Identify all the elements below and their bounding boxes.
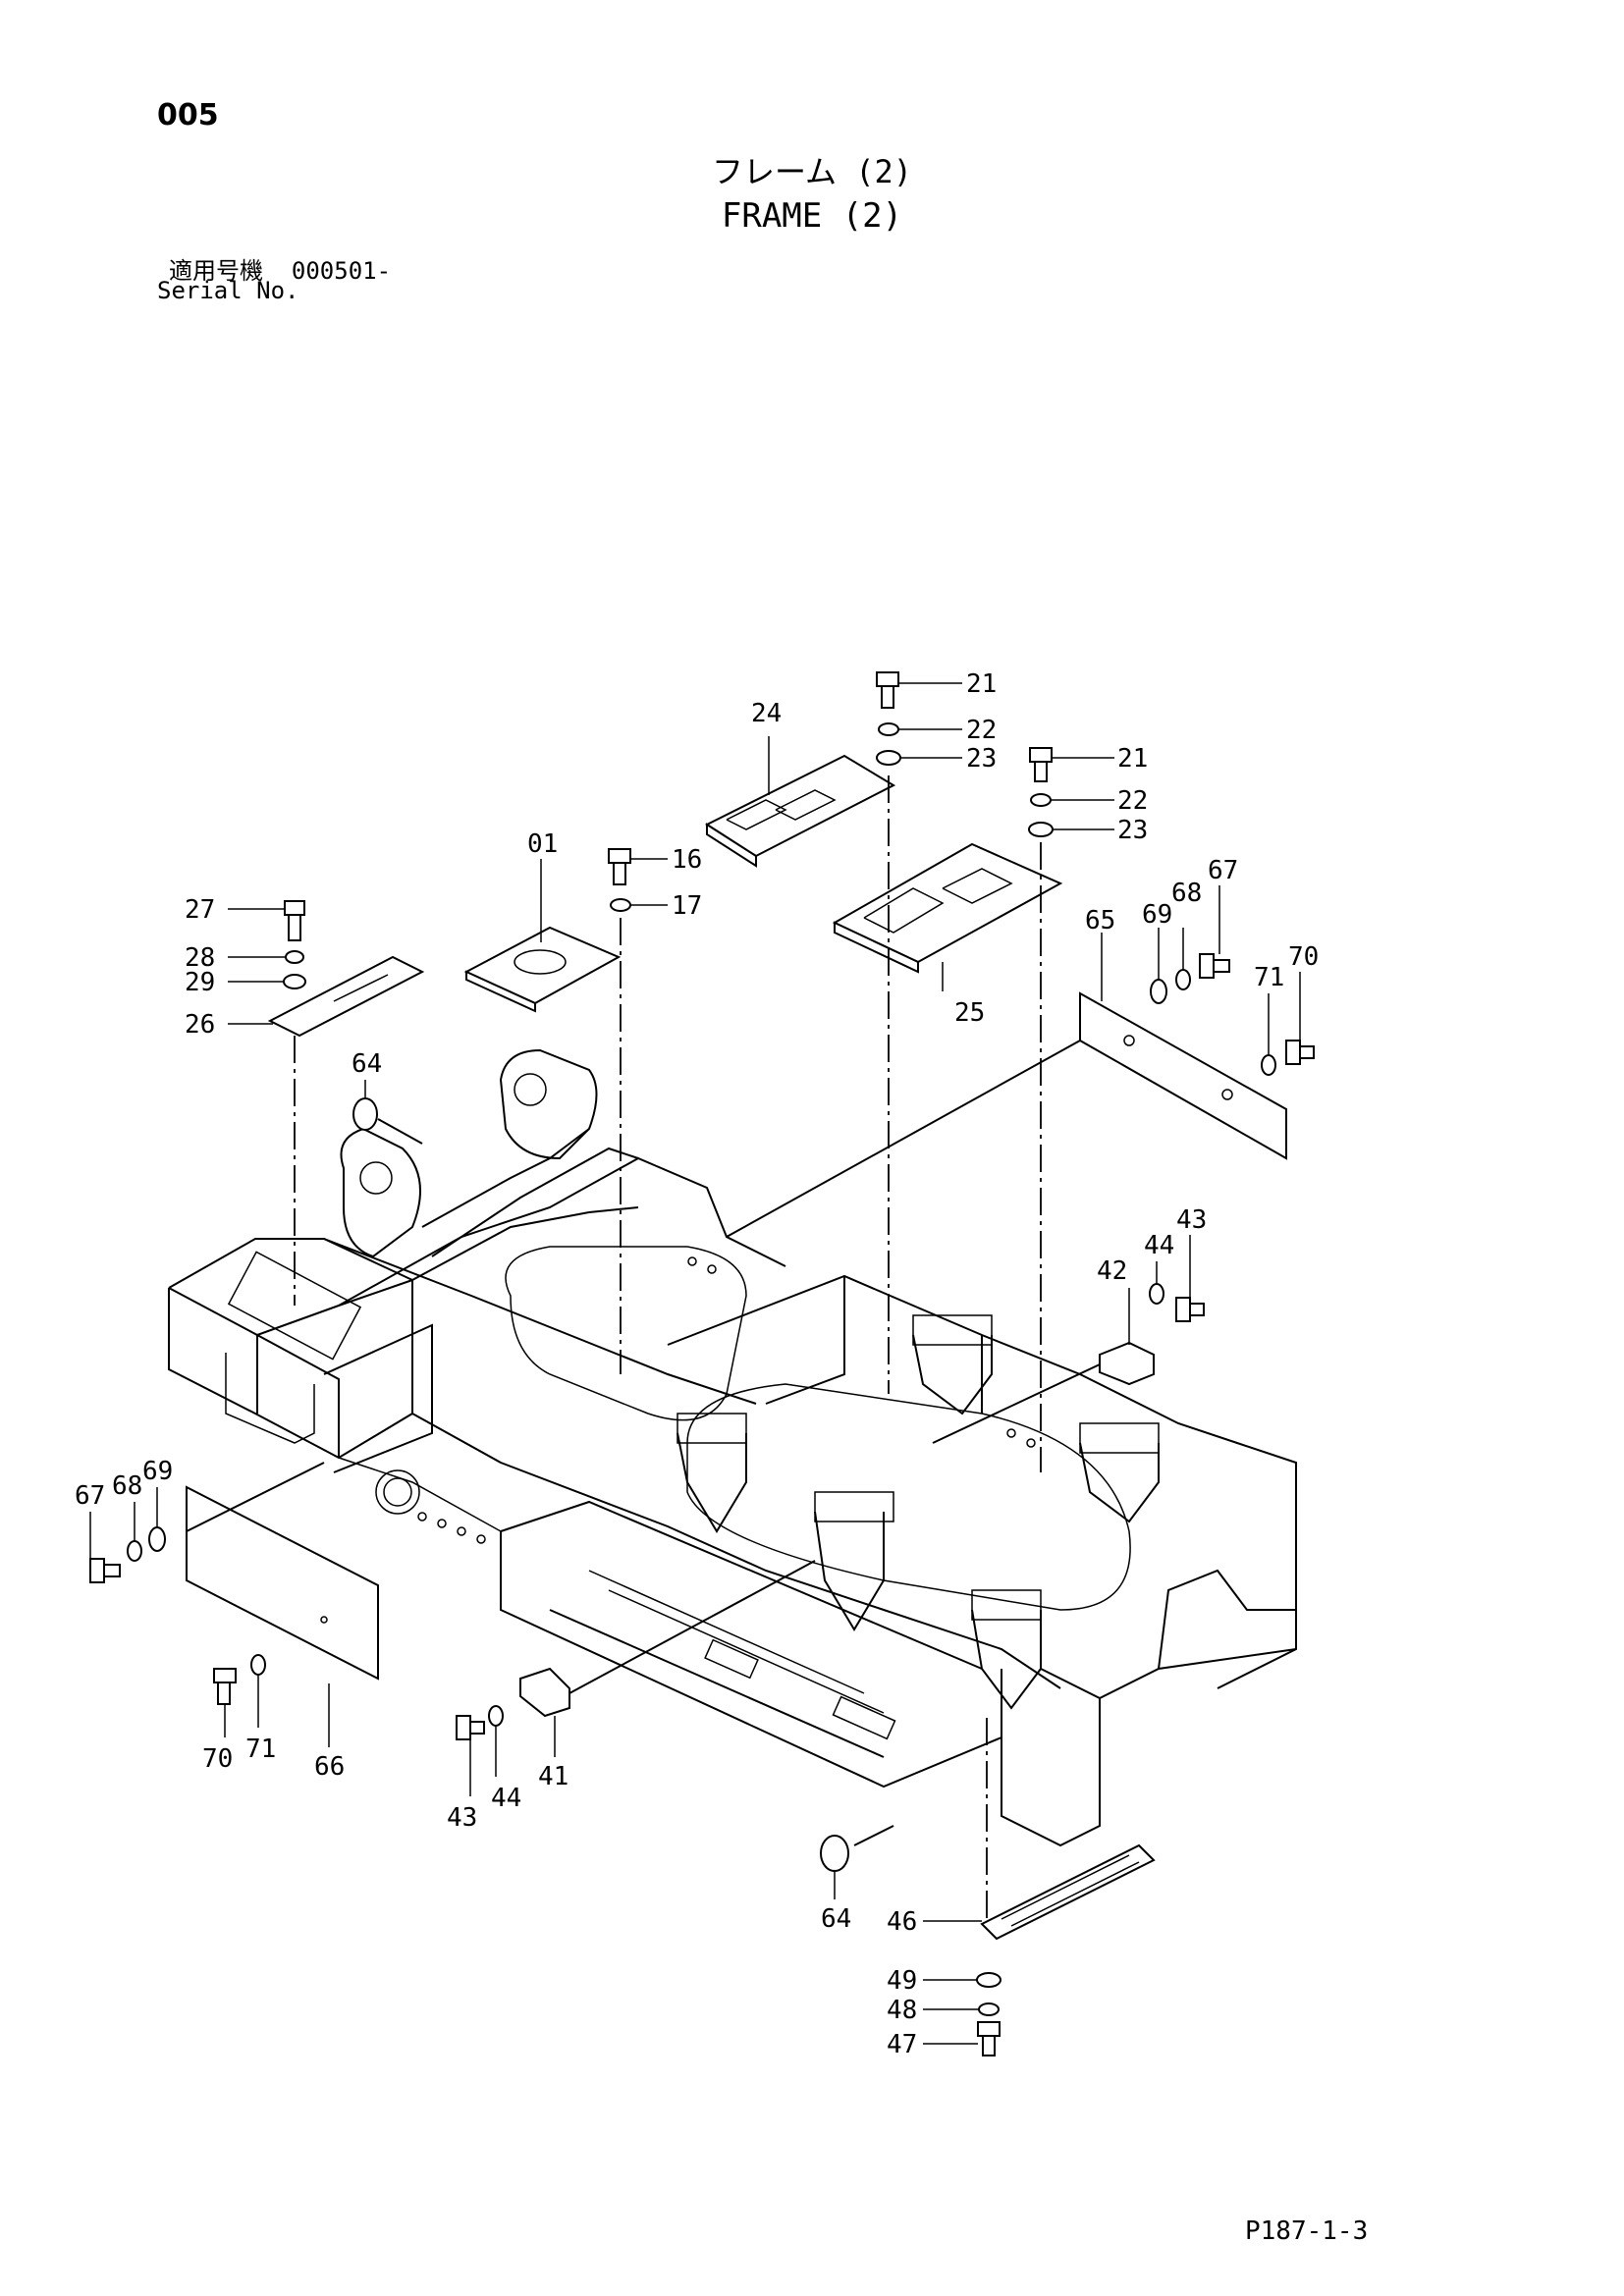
bolt-47	[977, 2021, 1001, 2056]
callout-71: 71	[245, 1735, 276, 1764]
leader-lines	[89, 682, 1301, 2045]
callout-44: 44	[1144, 1231, 1174, 1260]
washer-44-right	[1149, 1283, 1164, 1305]
callout-42: 42	[1097, 1256, 1127, 1286]
callout-22: 22	[966, 716, 997, 745]
plug-64-lower	[820, 1835, 849, 1872]
washer-48	[978, 2002, 1000, 2016]
callout-71: 71	[1254, 963, 1284, 992]
washer-44-left	[488, 1705, 504, 1727]
cover-65	[1079, 991, 1287, 1160]
plug-64-upper	[352, 1097, 378, 1131]
callout-69: 69	[1142, 900, 1172, 930]
callout-22: 22	[1117, 786, 1148, 816]
callout-70: 70	[1288, 942, 1319, 972]
washer-28	[285, 950, 304, 964]
washer-22-upper	[878, 722, 899, 736]
washer-23-upper	[876, 750, 901, 766]
callout-25: 25	[954, 998, 985, 1028]
callout-70: 70	[202, 1744, 233, 1774]
washer-49	[976, 1972, 1001, 1988]
bolt-70-left	[213, 1668, 237, 1705]
washer-68-left	[127, 1540, 142, 1562]
washer-17	[610, 898, 631, 912]
bracket-41	[519, 1667, 570, 1718]
bolt-70-right	[1285, 1040, 1315, 1065]
callout-43: 43	[447, 1803, 477, 1833]
callout-64: 64	[821, 1904, 851, 1934]
callout-numbers: 21 22 23 24 21 22 23 01 16 17 27 28 29 2…	[75, 669, 1319, 2059]
callout-17: 17	[672, 891, 702, 921]
step-46	[980, 1843, 1156, 1941]
bolt-16	[608, 848, 631, 885]
callout-28: 28	[185, 943, 215, 973]
washer-22-right	[1030, 793, 1052, 807]
callout-67: 67	[1208, 856, 1238, 885]
washer-23-right	[1028, 822, 1054, 837]
plate-25	[832, 842, 1063, 974]
callout-01: 01	[527, 829, 558, 859]
serial-label-japanese: 適用号機	[169, 257, 263, 285]
bolt-27	[284, 900, 305, 941]
callout-24: 24	[751, 699, 782, 728]
serial-applicability: 適用号機 000501-	[169, 251, 391, 286]
page-title-english: FRAME (2)	[721, 196, 903, 236]
washer-71-left	[250, 1654, 266, 1676]
callout-68: 68	[112, 1471, 142, 1501]
plate-01	[463, 926, 622, 1013]
callout-29: 29	[185, 968, 215, 997]
plate-24	[704, 754, 896, 868]
callout-23: 23	[1117, 816, 1148, 845]
bolt-43-right	[1175, 1297, 1205, 1322]
callout-44: 44	[491, 1784, 521, 1813]
washer-69-left	[148, 1526, 166, 1552]
callout-43: 43	[1176, 1205, 1207, 1235]
serial-value: 000501-	[291, 257, 392, 285]
page-number: 005	[157, 98, 219, 133]
callout-69: 69	[142, 1457, 173, 1486]
bolt-21-right	[1029, 747, 1053, 782]
callout-49: 49	[887, 1966, 917, 1996]
callout-27: 27	[185, 895, 215, 925]
callout-64: 64	[352, 1049, 382, 1079]
bolt-67-left	[89, 1558, 121, 1583]
callout-41: 41	[538, 1762, 568, 1791]
callout-21: 21	[966, 669, 997, 699]
callout-66: 66	[314, 1752, 345, 1782]
bolt-67-right	[1199, 953, 1230, 979]
bolt-21-upper	[876, 671, 899, 709]
bolt-43-left	[456, 1715, 485, 1740]
washer-71-right	[1261, 1054, 1276, 1076]
washer-68-right	[1175, 969, 1191, 990]
main-frame-drawing	[168, 1048, 1297, 1847]
washer-29	[283, 974, 306, 989]
callout-67: 67	[75, 1481, 105, 1511]
callout-48: 48	[887, 1996, 917, 2025]
callout-26: 26	[185, 1010, 215, 1040]
callout-65: 65	[1085, 906, 1115, 935]
callout-16: 16	[672, 845, 702, 875]
drawing-code: P187-1-3	[1245, 2216, 1369, 2246]
callout-47: 47	[887, 2030, 917, 2059]
washer-69-right	[1150, 979, 1167, 1004]
callout-23: 23	[966, 744, 997, 774]
bracket-42	[1099, 1341, 1155, 1386]
callout-21: 21	[1117, 744, 1148, 774]
callout-46: 46	[887, 1907, 917, 1937]
callout-68: 68	[1171, 879, 1202, 908]
cover-66	[186, 1485, 379, 1681]
serial-label-english: Serial No.	[157, 277, 299, 304]
assembly-lines	[186, 775, 1101, 1924]
page-title-japanese: フレーム (2)	[711, 153, 913, 190]
cover-26	[267, 955, 425, 1038]
